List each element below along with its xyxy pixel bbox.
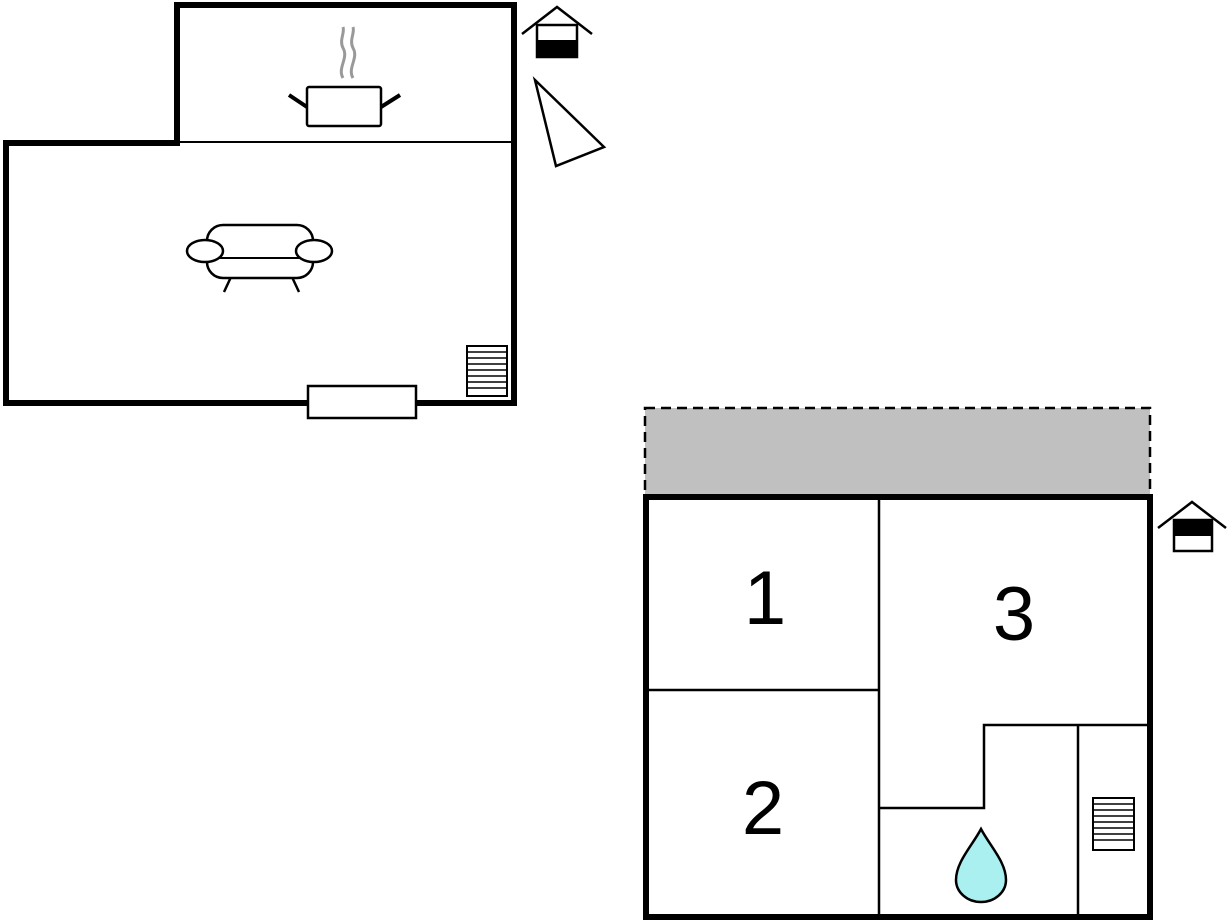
window-icon xyxy=(306,384,418,420)
room-number-3: 3 xyxy=(993,572,1035,657)
kitchen-pot-icon xyxy=(287,26,402,128)
sofa-icon xyxy=(185,223,334,293)
compass-direction-icon xyxy=(532,76,607,168)
upper-floor xyxy=(3,2,607,420)
lower-floor: 1 2 3 xyxy=(643,406,1227,920)
room-number-1: 1 xyxy=(744,556,786,641)
entrance-house-icon xyxy=(521,5,593,59)
lower-floor-walls xyxy=(643,494,1153,920)
stairs-icon xyxy=(1092,797,1135,851)
entrance-house-icon xyxy=(1157,500,1227,553)
upper-floor-walls xyxy=(3,2,517,406)
stairs-icon xyxy=(466,345,508,397)
room-number-2: 2 xyxy=(742,766,784,851)
water-drop-icon xyxy=(954,826,1008,904)
interior-walls xyxy=(646,497,1150,917)
terrace-area xyxy=(643,406,1152,498)
